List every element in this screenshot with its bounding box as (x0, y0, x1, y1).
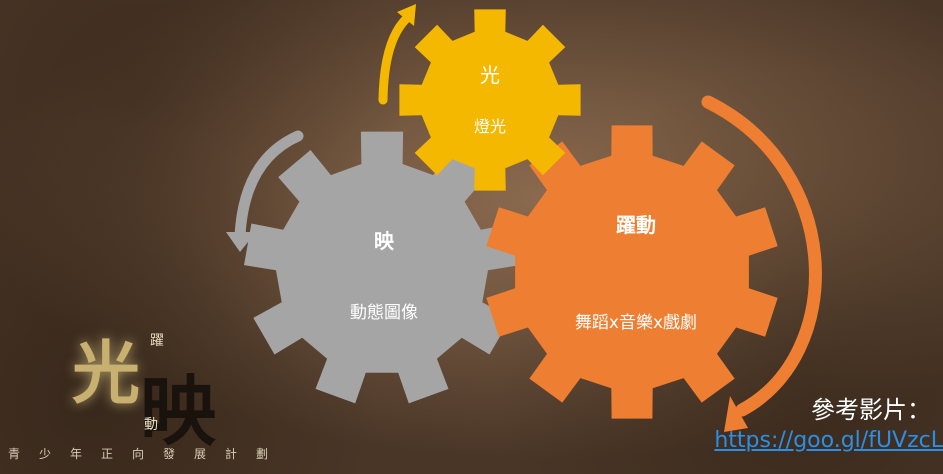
logo-char-move: 動 (144, 417, 158, 433)
gear-motion-title: 躍動 (616, 213, 656, 237)
gear-image-title: 映 (374, 229, 395, 253)
gear-light (399, 9, 581, 191)
gear-light-shape (399, 9, 581, 191)
orange-arrow (701, 95, 822, 417)
gear-image-subtitle: 動態圖像 (350, 303, 418, 323)
reference-title: 參考影片： (811, 396, 931, 424)
gear-motion-subtitle: 舞蹈x音樂x戲劇 (575, 313, 697, 333)
project-logo: 光 躍 映 動 青少年正向發展計劃 (8, 318, 310, 468)
gear-motion (486, 125, 778, 419)
yellow-arrow-head (397, 4, 416, 26)
gear-motion-shape (486, 125, 778, 419)
gray-arrow (234, 130, 304, 242)
gear-light-subtitle: 燈光 (474, 117, 506, 136)
reference-link[interactable]: https://goo.gl/fUVzcL (714, 428, 943, 453)
gray-arrow-head (226, 232, 256, 252)
logo-tagline: 青少年正向發展計劃 (8, 447, 288, 461)
logo-char-light: 光 (72, 334, 141, 414)
gear-image (244, 131, 520, 404)
orange-arrow-head (724, 396, 748, 432)
logo-char-leap: 躍 (150, 333, 164, 349)
logo-char-reflect: 映 (140, 367, 216, 456)
gear-image-shape (244, 131, 520, 404)
yellow-arrow (378, 13, 412, 105)
gear-light-title: 光 (480, 63, 500, 87)
